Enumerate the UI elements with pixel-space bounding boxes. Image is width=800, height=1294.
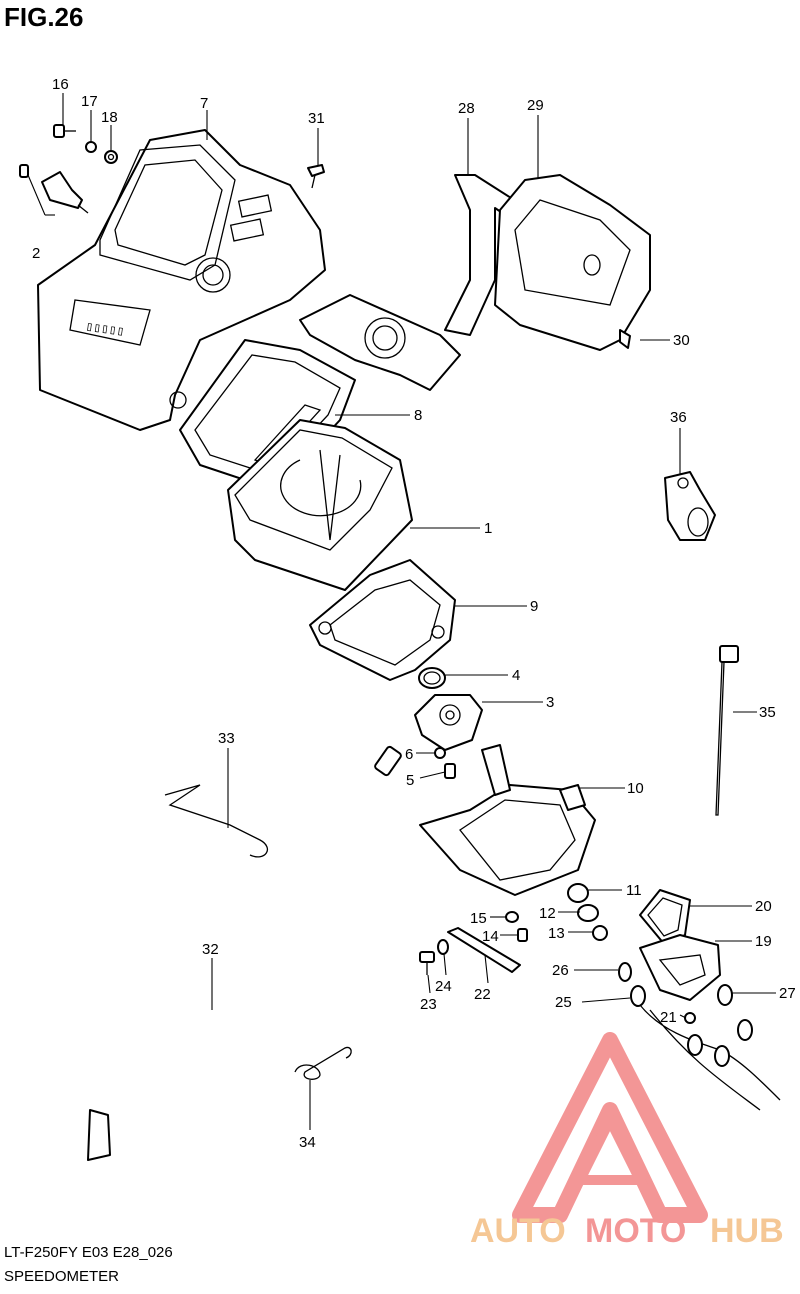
part-3-cable-joint: [414, 694, 483, 751]
callout-18: 18: [101, 109, 118, 126]
callout-19: 19: [755, 933, 772, 950]
model-code: LT-F250FY E03 E28_026: [4, 1244, 173, 1261]
part-14-screw: [517, 928, 528, 942]
callout-15: 15: [470, 910, 487, 927]
part-35-cable-tie: [715, 645, 739, 816]
part-8-meter-gasket: [179, 339, 356, 491]
callout-31: 31: [308, 110, 325, 127]
callout-25: 25: [555, 994, 572, 1011]
part-34-wire-clip: [294, 1046, 352, 1080]
part-22-plate: [447, 927, 521, 973]
part-33-cable-clip: [164, 784, 269, 858]
part-10-meter-bracket-lower: [419, 744, 596, 896]
part-1-speedometer-assembly: [227, 419, 413, 591]
part-31-screw: [307, 164, 325, 189]
part-26-bulb: [618, 962, 632, 982]
callout-8: 8: [414, 407, 422, 424]
part-11-grommet: [567, 883, 589, 903]
part-24-washer: [437, 939, 449, 955]
callout-16: 16: [52, 76, 69, 93]
callout-20: 20: [755, 898, 772, 915]
figure-title: FIG.26: [4, 2, 84, 32]
part-30-screw: [619, 329, 631, 349]
part-13-nut: [592, 925, 608, 941]
callout-14: 14: [482, 928, 499, 945]
part-9-meter-case-lower: [309, 559, 456, 681]
leader-lines: [62, 93, 776, 1130]
callout-10: 10: [627, 780, 644, 797]
callout-30: 30: [673, 332, 690, 349]
part-2-trip-reset-knob: [19, 164, 89, 216]
part-36-clamp: [664, 471, 716, 541]
callout-7: 7: [200, 95, 208, 112]
callout-29: 29: [527, 97, 544, 114]
callout-27: 27: [779, 985, 796, 1002]
callout-labels: 1 2 3 4 5 6 7 8 9 10 11 12 13 14 15 16 1…: [32, 76, 796, 1151]
part-12-collar: [577, 904, 599, 922]
callout-12: 12: [539, 905, 556, 922]
part-7-meter-case-upper: ▯▯▯▯▯: [37, 129, 326, 431]
watermark-text-c: HUB: [710, 1212, 784, 1250]
watermark-text-a: AUTO: [470, 1212, 566, 1250]
part-25-socket: [630, 985, 781, 1111]
callout-28: 28: [458, 100, 475, 117]
part-20-indicator-lens: [639, 889, 691, 946]
part-15-washer: [505, 911, 519, 923]
callout-32: 32: [202, 941, 219, 958]
callout-21: 21: [660, 1009, 677, 1026]
callout-33: 33: [218, 730, 235, 747]
watermark-text-b: MOTO: [585, 1212, 686, 1250]
callout-23: 23: [420, 996, 437, 1013]
callout-6: 6: [405, 746, 413, 763]
watermark-logo: AUTO MOTO HUB: [470, 1032, 784, 1250]
callout-13: 13: [548, 925, 565, 942]
part-21-grommet: [684, 1012, 696, 1024]
callout-4: 4: [512, 667, 520, 684]
callout-3: 3: [546, 694, 554, 711]
part-32-speedometer-cable: [87, 745, 402, 1161]
part-16-screw: [53, 124, 76, 138]
callout-9: 9: [530, 598, 538, 615]
part-5-screw: [444, 763, 456, 779]
callout-35: 35: [759, 704, 776, 721]
callout-22: 22: [474, 986, 491, 1003]
callout-1: 1: [484, 520, 492, 537]
callout-24: 24: [435, 978, 452, 995]
part-23-bolt: [419, 951, 435, 975]
callout-34: 34: [299, 1134, 316, 1151]
part-4-o-ring: [418, 667, 446, 689]
part-19-indicator-case: [639, 934, 721, 1001]
part-17-washer: [85, 141, 97, 153]
part-29-meter-cover: [494, 174, 651, 351]
part-27-bulb: [717, 984, 733, 1006]
callout-17: 17: [81, 93, 98, 110]
callout-5: 5: [406, 772, 414, 789]
diagram-caption: SPEEDOMETER: [4, 1268, 120, 1285]
svg-text:▯▯▯▯▯: ▯▯▯▯▯: [85, 319, 126, 339]
callout-36: 36: [670, 409, 687, 426]
part-18-washer: [104, 150, 118, 164]
callout-2: 2: [32, 245, 40, 262]
part-6-washer: [434, 747, 446, 759]
callout-11: 11: [626, 882, 642, 899]
callout-26: 26: [552, 962, 569, 979]
